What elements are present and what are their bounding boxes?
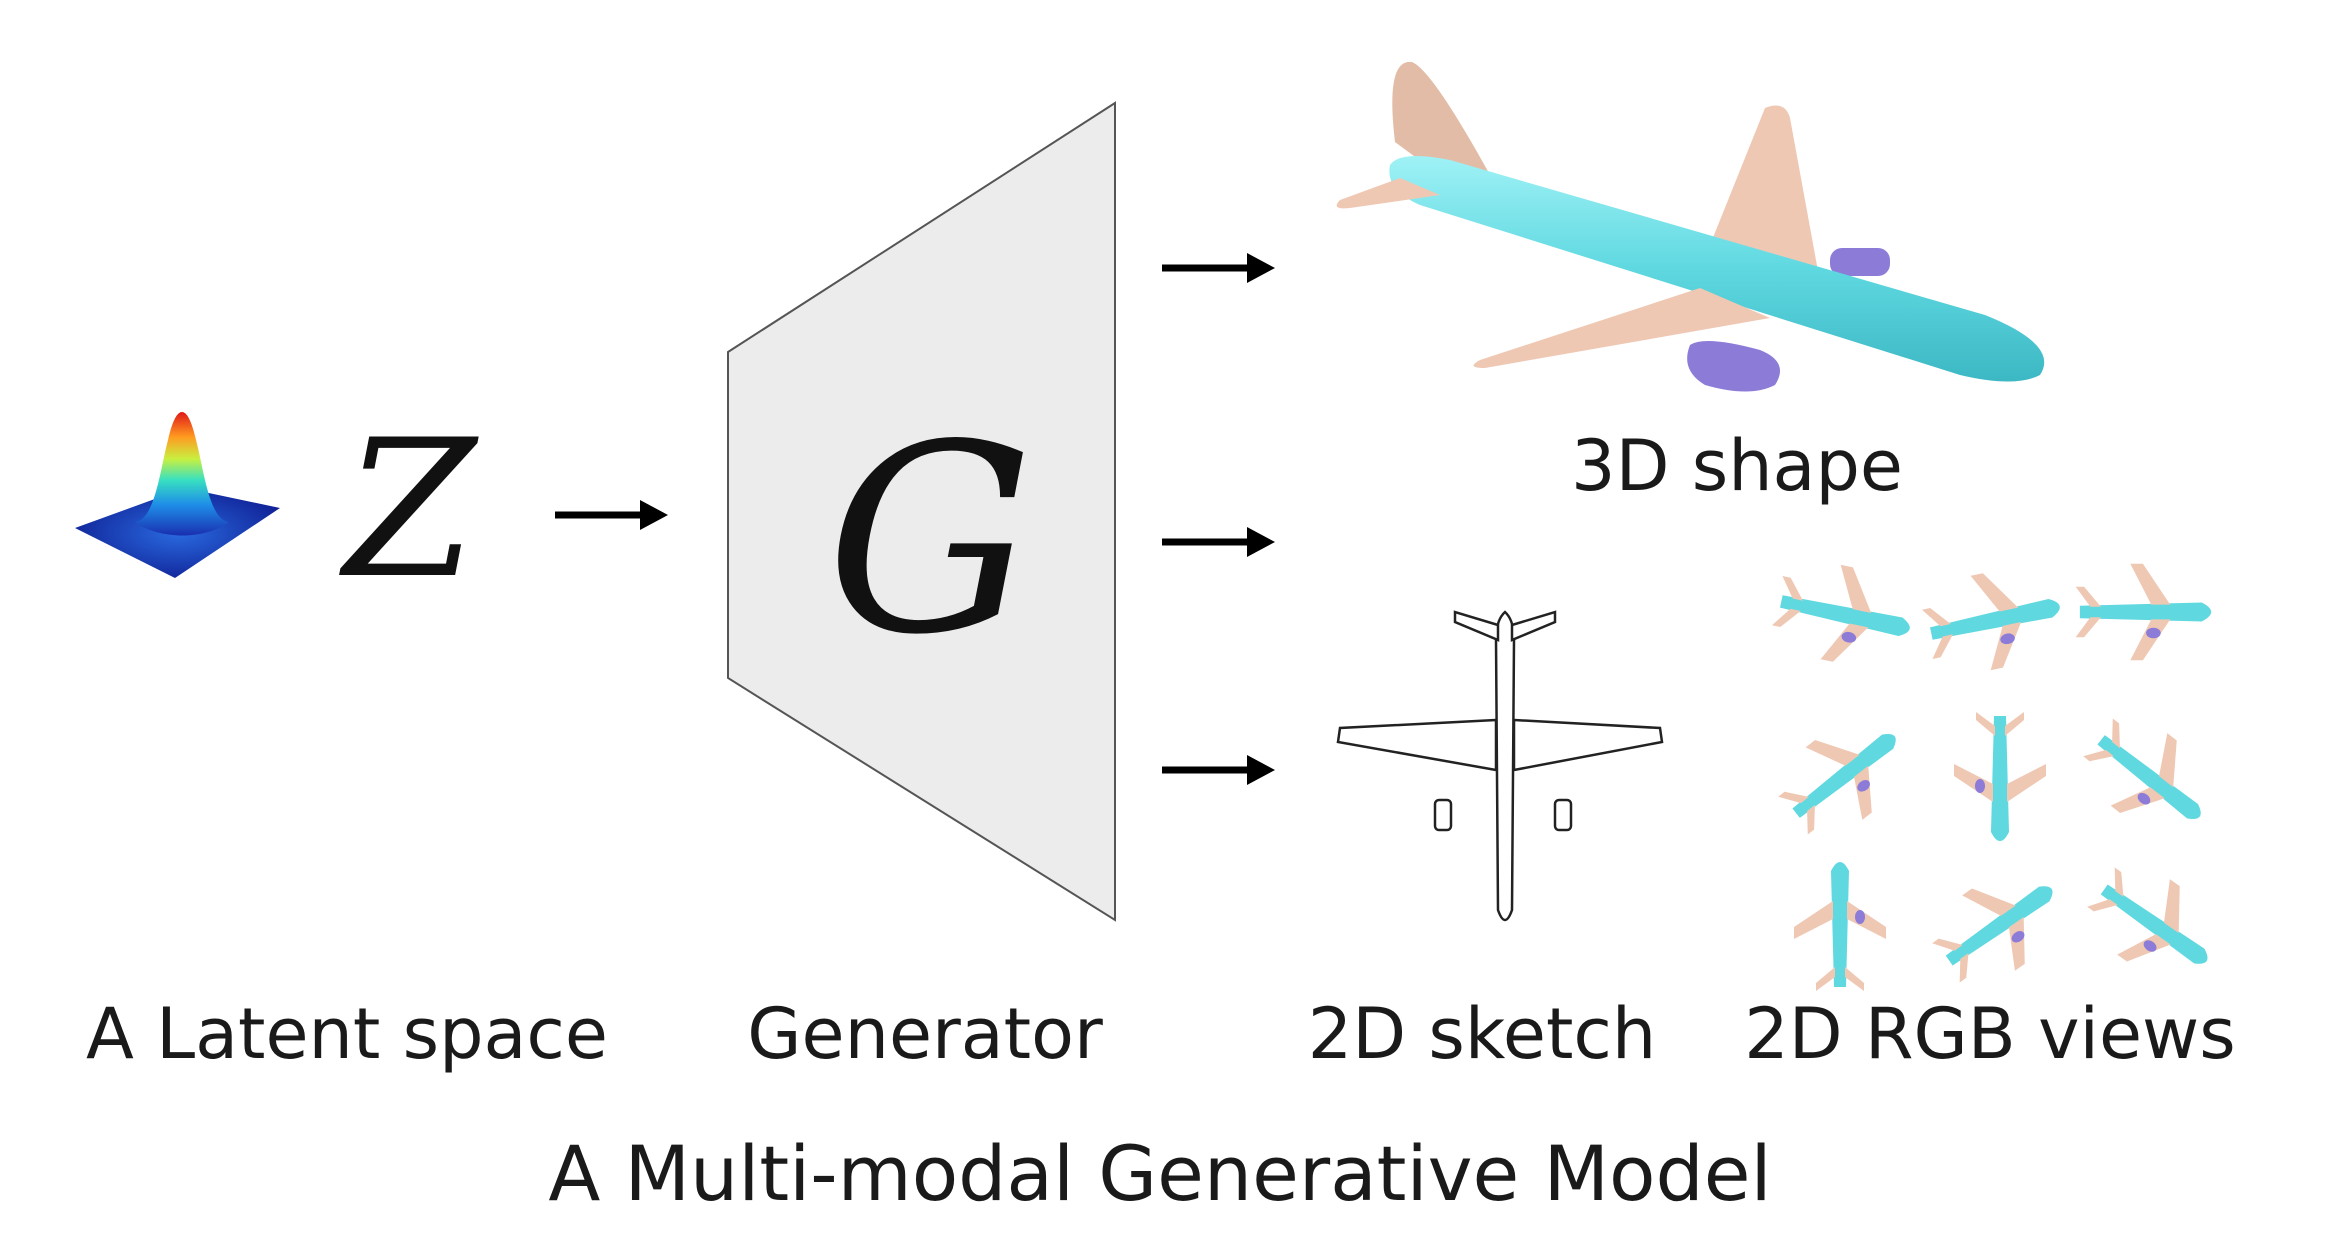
rgb-view-3: [2075, 563, 2212, 661]
rgb-view-7: [1794, 862, 1886, 991]
label-2d-rgb-views: 2D RGB views: [1744, 993, 2236, 1075]
label-2d-sketch: 2D sketch: [1308, 993, 1657, 1075]
rgb-view-2: [1917, 559, 2070, 682]
rgb-view-6: [2069, 701, 2228, 854]
label-3d-shape: 3D shape: [1571, 425, 1903, 507]
latent-variable-symbol: Z: [339, 399, 479, 620]
arrow-to-3d-shape: [1162, 253, 1275, 283]
gaussian-distribution-icon: [75, 412, 280, 578]
rgb-view-1: [1767, 553, 1920, 676]
rgb-view-8: [1919, 851, 2078, 1001]
rgb-view-9: [2074, 849, 2233, 999]
diagram-caption: A Multi-modal Generative Model: [548, 1129, 1771, 1218]
arrow-latent-to-generator: [555, 500, 668, 530]
rgb-views-grid: [1764, 553, 2233, 1001]
label-latent-space: A Latent space: [86, 993, 608, 1075]
generator-symbol: G: [826, 390, 1034, 692]
rgb-view-5: [1954, 712, 2046, 841]
airplane-2d-sketch-image: [1336, 610, 1664, 922]
generator-block: [727, 101, 1116, 922]
label-generator: Generator: [747, 993, 1103, 1075]
airplane-3d-shape-image: [1336, 61, 2045, 392]
arrow-to-rgb-views: [1162, 527, 1275, 557]
rgb-view-4: [1764, 699, 1923, 852]
arrow-to-2d-sketch: [1162, 755, 1275, 785]
